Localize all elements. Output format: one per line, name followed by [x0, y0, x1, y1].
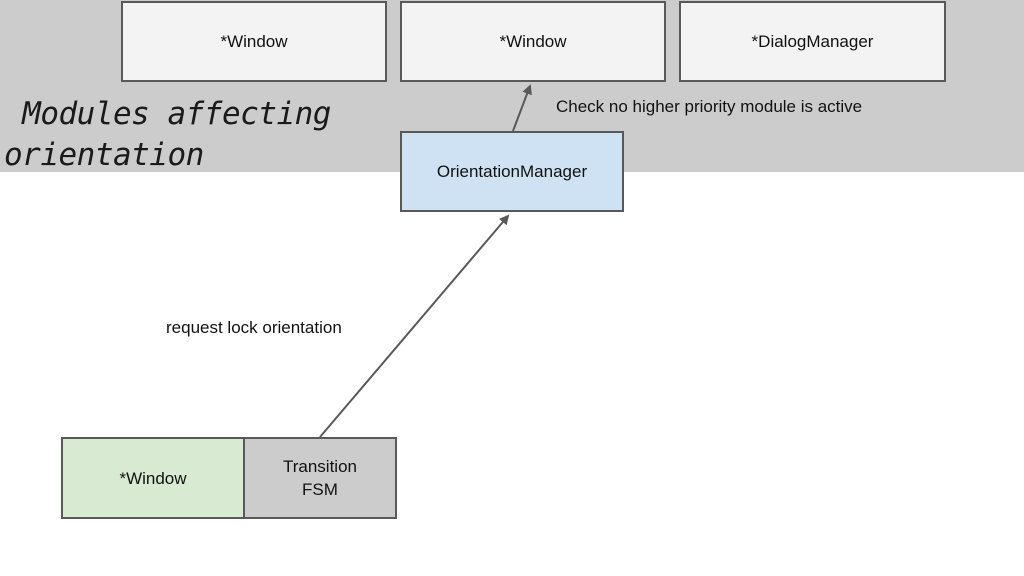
check-priority-label: Check no higher priority module is activ…: [556, 97, 863, 116]
request-lock-arrow: [319, 214, 510, 438]
top-window-box-2[interactable]: *Window: [400, 1, 666, 82]
transition-fsm-label: Transition FSM: [282, 457, 357, 499]
dialog-manager-label: *DialogManager: [751, 32, 874, 51]
band-title: Modules affecting orientation: [4, 96, 331, 173]
top-window-box-1[interactable]: *Window: [121, 1, 387, 82]
bottom-window-box[interactable]: *Window: [61, 437, 245, 519]
transition-fsm-box[interactable]: Transition FSM: [243, 437, 397, 519]
dialog-manager-box[interactable]: *DialogManager: [679, 1, 946, 82]
top-window-label-1: *Window: [220, 32, 288, 51]
bottom-window-label: *Window: [119, 468, 187, 488]
orientation-manager-label: OrientationManager: [436, 162, 588, 181]
request-lock-label: request lock orientation: [166, 318, 342, 337]
orientation-manager-box[interactable]: OrientationManager: [400, 131, 624, 212]
top-window-label-2: *Window: [499, 32, 567, 51]
